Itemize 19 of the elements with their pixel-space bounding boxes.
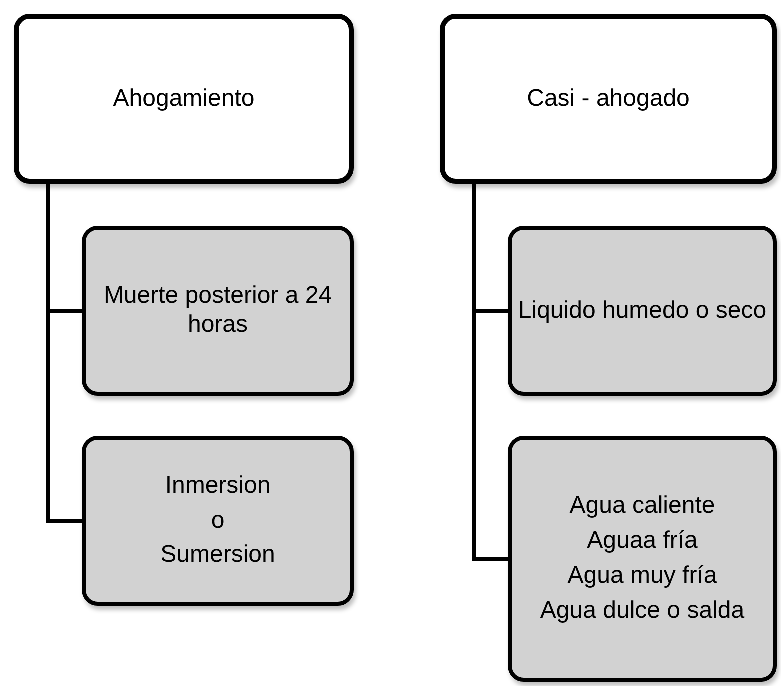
- detail-box: [508, 436, 777, 682]
- box-text: Agua caliente: [570, 492, 716, 522]
- box-text: Sumersion: [160, 541, 276, 570]
- box-text: Agua muy fría: [568, 562, 718, 591]
- box-text: o: [211, 506, 225, 536]
- box-text: Inmersion: [165, 472, 271, 501]
- box-text: Aguaa fría: [587, 527, 698, 556]
- category-box: [440, 14, 777, 184]
- box-text: Liquido humedo o seco: [518, 296, 767, 326]
- box-text: Agua dulce o salda: [540, 596, 745, 626]
- box-text: Muerte posterior a 24 horas: [102, 282, 334, 340]
- box-text: Casi - ahogado: [527, 84, 690, 114]
- detail-box: [82, 226, 354, 396]
- connector-line: [46, 184, 82, 523]
- detail-box: [508, 226, 777, 396]
- box-text: Ahogamiento: [113, 84, 255, 114]
- detail-box: [82, 436, 354, 606]
- category-box: [14, 14, 354, 184]
- connector-line: [472, 184, 508, 561]
